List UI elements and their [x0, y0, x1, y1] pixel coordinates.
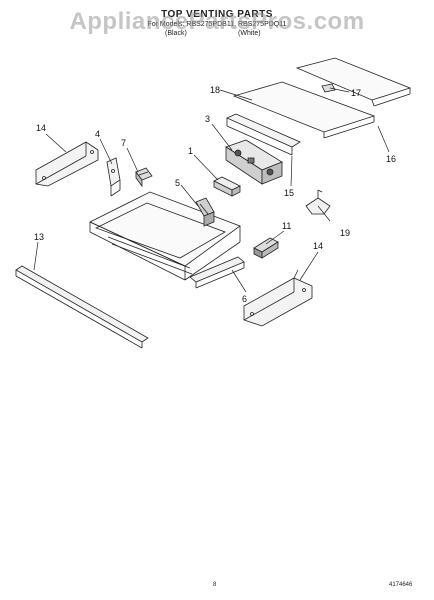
part-6-side-rail	[189, 256, 245, 289]
color-white-label: (White)	[238, 30, 261, 37]
callout-14-left: 14	[36, 123, 46, 133]
color-black-label: (Black)	[165, 30, 187, 37]
model-list: For Models: RBS275PDB11, RBS275PDQ11	[147, 21, 287, 28]
callout-numbers: 18 3 1 14 4 7 5 13 6 11 19 14 15 16 17	[34, 85, 396, 304]
callout-18: 18	[210, 85, 220, 95]
part-11-clip	[253, 237, 279, 259]
part-5-damper	[195, 197, 215, 227]
callout-1: 1	[188, 146, 193, 156]
part-14-left-bracket	[35, 141, 99, 187]
callout-3: 3	[205, 114, 210, 124]
callout-13: 13	[34, 232, 44, 242]
part-3-motor-assembly	[225, 139, 283, 185]
part-15-rail	[226, 113, 301, 156]
callout-15: 15	[284, 188, 294, 198]
callout-19: 19	[340, 228, 350, 238]
diagram-title: TOP VENTING PARTS	[161, 9, 273, 20]
callout-6: 6	[242, 294, 247, 304]
leader-lines	[33, 87, 390, 293]
part-1-block	[213, 176, 241, 197]
part-16-top-panel	[295, 57, 412, 107]
part-14-right-bracket	[243, 269, 313, 327]
document-number: 4174646	[389, 582, 413, 588]
callout-17: 17	[351, 88, 361, 98]
callout-7: 7	[121, 138, 126, 148]
callout-11: 11	[282, 221, 291, 231]
page-number: 8	[213, 582, 217, 588]
duct-body	[89, 191, 241, 281]
part-7-connector	[135, 167, 153, 188]
part-18-vent-plate	[232, 81, 376, 139]
part-13-long-bar	[15, 265, 149, 349]
part-19-clip	[305, 189, 331, 215]
callout-16: 16	[386, 154, 396, 164]
callout-4: 4	[95, 129, 100, 139]
callout-14-right: 14	[313, 241, 323, 251]
part-4-vertical-bracket	[106, 157, 121, 197]
callout-5: 5	[175, 178, 180, 188]
